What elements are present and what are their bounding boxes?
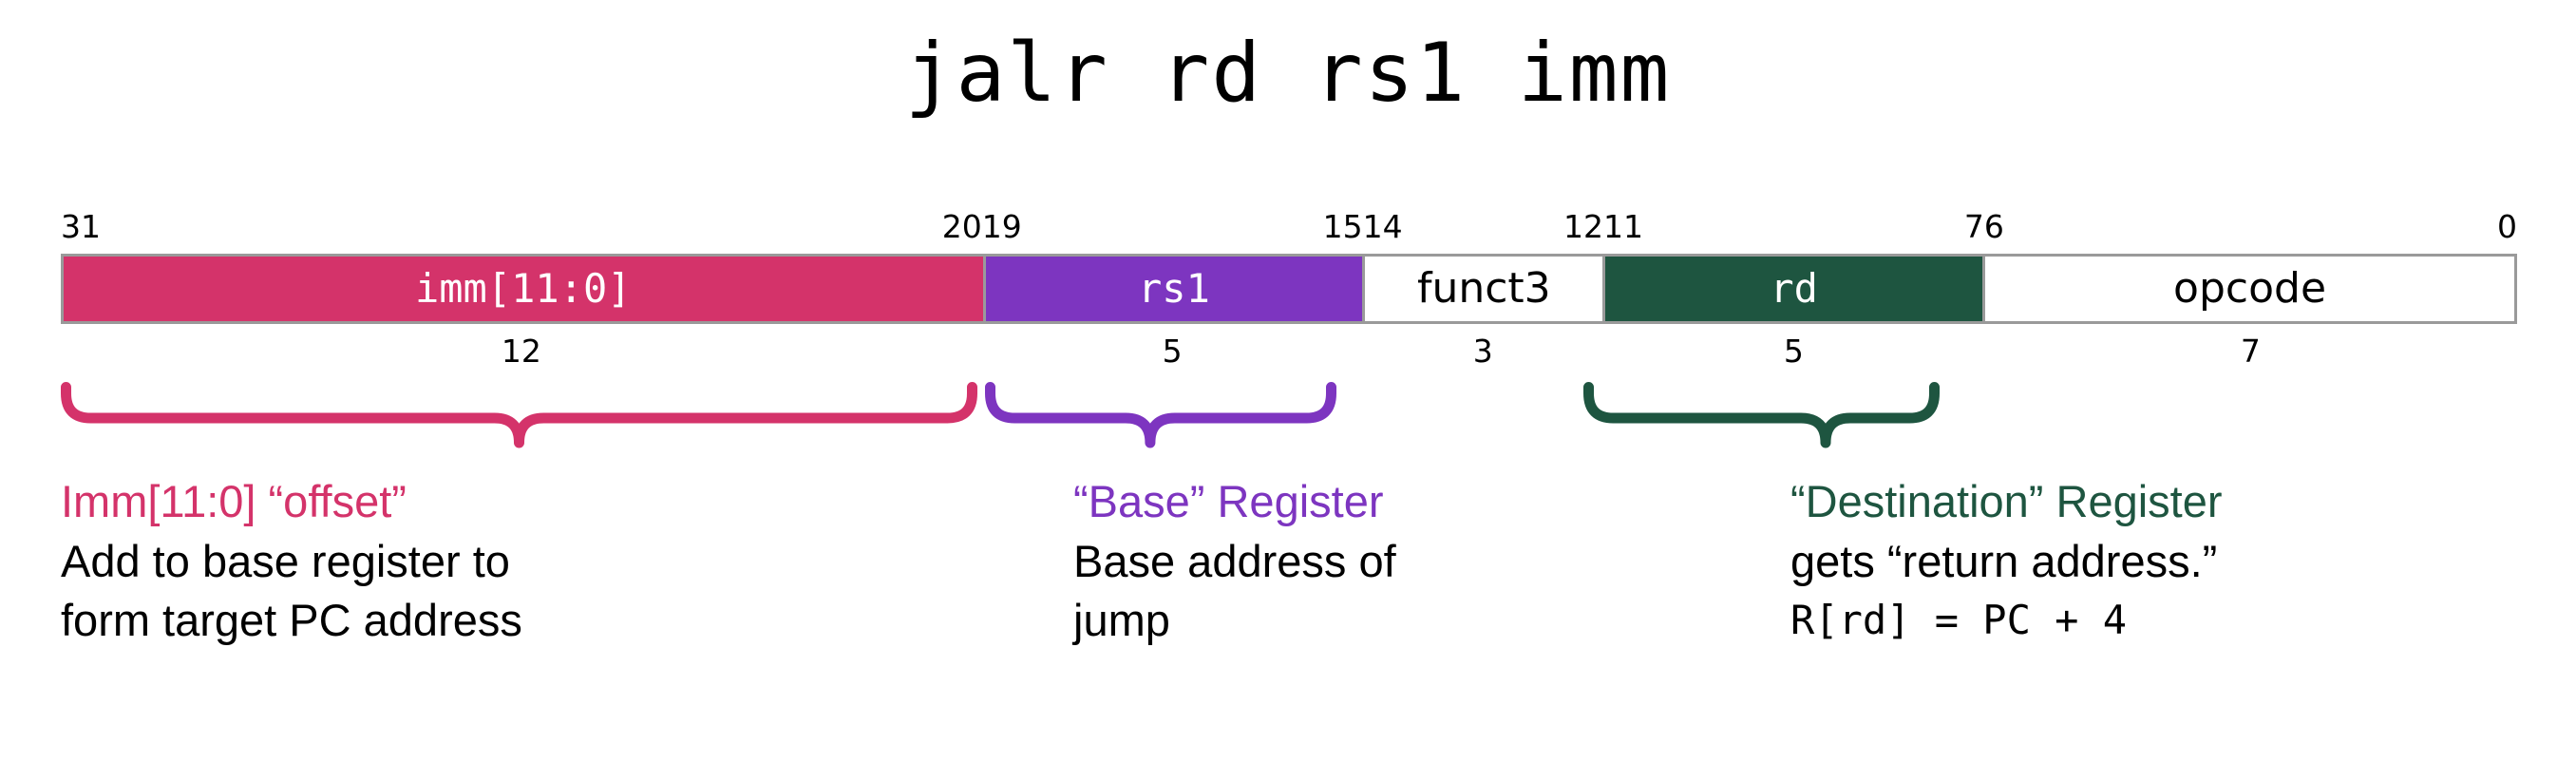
brace-rs1 xyxy=(985,382,1336,448)
annotation-rd: “Destination” Register gets “return addre… xyxy=(1790,471,2223,650)
annotation-line-rd-2: R[rd] = PC + 4 xyxy=(1790,597,2128,643)
bit-label-14: 14 xyxy=(1362,208,1403,245)
field-width-row: 12 5 3 5 7 xyxy=(61,331,2517,371)
bit-label-0: 0 xyxy=(2497,208,2517,245)
field-width-funct3: 3 xyxy=(1472,332,1493,370)
bit-label-7: 7 xyxy=(1963,208,1984,245)
field-width-rs1: 5 xyxy=(1162,332,1183,370)
annotation-heading-imm: Imm[11:0] “offset” xyxy=(61,476,407,526)
brace-imm xyxy=(61,382,977,448)
annotation-line-rs1-2: jump xyxy=(1073,595,1170,645)
bit-label-6: 6 xyxy=(1983,208,2004,245)
field-width-rd: 5 xyxy=(1783,332,1804,370)
annotation-line-rd-1: gets “return address.” xyxy=(1790,536,2218,586)
bit-label-11: 11 xyxy=(1603,208,1643,245)
annotation-heading-rd: “Destination” Register xyxy=(1790,476,2223,526)
bit-label-12: 12 xyxy=(1563,208,1603,245)
bit-label-31: 31 xyxy=(61,208,101,245)
field-imm: imm[11:0] xyxy=(64,257,983,321)
annotation-line-imm-1: Add to base register to xyxy=(61,536,510,586)
bit-label-20: 20 xyxy=(941,208,982,245)
annotation-line-rs1-1: Base address of xyxy=(1073,536,1396,586)
bit-label-19: 19 xyxy=(981,208,1022,245)
annotation-imm: Imm[11:0] “offset” Add to base register t… xyxy=(61,471,522,650)
brace-layer xyxy=(0,380,2576,485)
annotation-heading-rs1: “Base” Register xyxy=(1073,476,1384,526)
instruction-title: jalr rd rs1 imm xyxy=(904,26,1672,121)
field-rd: rd xyxy=(1602,257,1983,321)
bit-label-15: 15 xyxy=(1322,208,1363,245)
annotation-line-imm-2: form target PC address xyxy=(61,595,522,645)
field-funct3: funct3 xyxy=(1362,257,1603,321)
brace-rd xyxy=(1583,382,1940,448)
field-rs1: rs1 xyxy=(982,257,1363,321)
field-width-opcode: 7 xyxy=(2240,332,2261,370)
field-width-imm: 12 xyxy=(501,332,541,370)
field-opcode: opcode xyxy=(1982,257,2514,321)
